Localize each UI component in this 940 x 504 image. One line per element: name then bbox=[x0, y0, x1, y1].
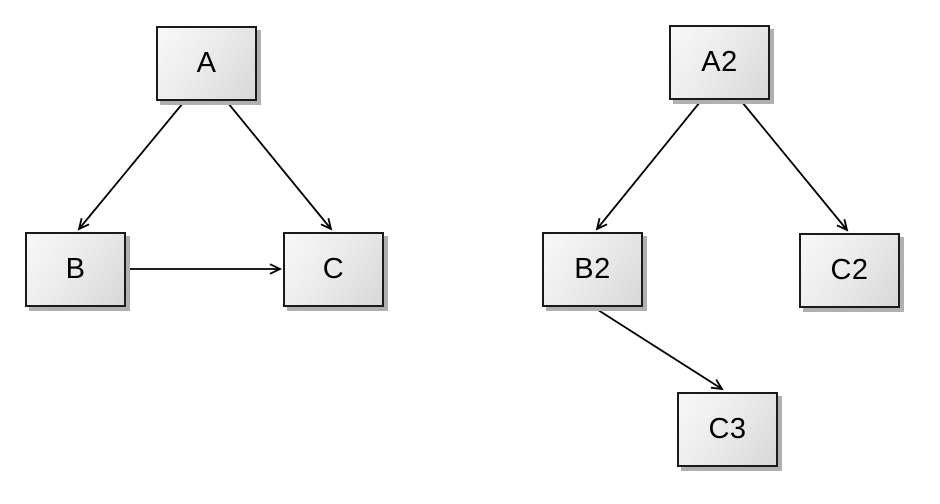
edge-a2-to-b2 bbox=[595, 101, 701, 231]
node-a: A bbox=[156, 26, 257, 101]
node-c3-label: C3 bbox=[708, 413, 747, 445]
node-a-label: A bbox=[196, 47, 217, 79]
node-a2-label: A2 bbox=[701, 46, 738, 78]
edge-a2-to-c2 bbox=[741, 101, 849, 232]
node-b2: B2 bbox=[542, 232, 643, 307]
node-b-label: B bbox=[65, 253, 86, 285]
node-c: C bbox=[283, 232, 384, 307]
edge-a-to-b bbox=[77, 102, 184, 231]
node-b2-label: B2 bbox=[574, 253, 611, 285]
edge-a-to-c bbox=[227, 102, 333, 231]
node-b: B bbox=[25, 232, 126, 307]
node-c2-label: C2 bbox=[830, 254, 869, 286]
node-c3: C3 bbox=[677, 392, 778, 467]
node-c-label: C bbox=[322, 253, 345, 285]
node-a2: A2 bbox=[669, 25, 770, 100]
node-c2: C2 bbox=[799, 233, 900, 308]
edge-b2-to-c3 bbox=[594, 307, 724, 391]
